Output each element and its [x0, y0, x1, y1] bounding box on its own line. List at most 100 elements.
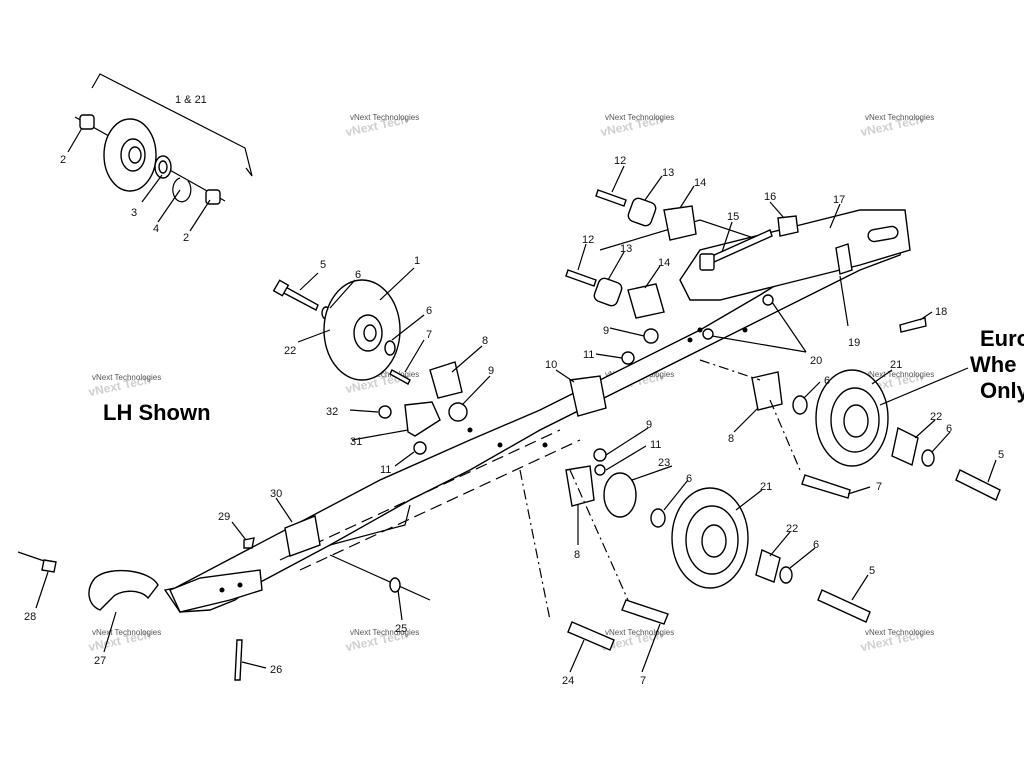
- callout-1: 1: [414, 255, 420, 267]
- rubber-block: [663, 205, 697, 241]
- callout-28: 28: [24, 611, 36, 623]
- spacer: [603, 472, 637, 518]
- callout-26: 26: [270, 664, 282, 676]
- nut: [702, 328, 714, 340]
- callout-18: 18: [935, 306, 947, 318]
- euro-note-line3: Only: [980, 378, 1024, 403]
- watermark-text: vNext Technologies: [92, 628, 161, 637]
- callout-29: 29: [218, 511, 230, 523]
- callout-20: 20: [810, 355, 822, 367]
- watermark-text: vNext Technologies: [605, 113, 674, 122]
- callout-15: 15: [727, 211, 739, 223]
- callout-24: 24: [562, 675, 574, 687]
- callout-22: 22: [786, 523, 798, 535]
- callout-14: 14: [658, 257, 670, 269]
- wear-block: [569, 375, 607, 417]
- bolt: [567, 621, 615, 651]
- callout-labels: 1 & 21 2 3 4 2 5 6 1 6 7 8 9 22 32 31 11…: [24, 94, 1004, 687]
- axle-bracket: [751, 371, 783, 411]
- nut: [621, 351, 635, 365]
- callout-12: 12: [582, 234, 594, 246]
- rail-tip-protector: [88, 569, 159, 611]
- parts: [17, 189, 1001, 681]
- bolt: [621, 599, 669, 625]
- callout-5: 5: [998, 449, 1004, 461]
- clip: [243, 537, 255, 549]
- nut: [593, 448, 607, 462]
- nut: [594, 464, 606, 476]
- watermark-text: vNext Technologies: [865, 628, 934, 637]
- rail-slot: [867, 225, 899, 243]
- assembly-bracket: [91, 73, 253, 177]
- bolt: [234, 639, 243, 681]
- spacer: [891, 426, 919, 466]
- bolt-head: [699, 253, 715, 271]
- rail-tip: [169, 569, 263, 613]
- idler-wheel-exploded-view: [74, 73, 253, 205]
- callout-6: 6: [824, 375, 830, 387]
- callout-9: 9: [488, 365, 494, 377]
- rail-body: [163, 213, 906, 613]
- wear-block: [284, 515, 321, 557]
- callout-12: 12: [614, 155, 626, 167]
- callout-30: 30: [270, 488, 282, 500]
- callout-21: 21: [890, 359, 902, 371]
- bolt: [817, 589, 871, 623]
- pin: [899, 317, 927, 333]
- callout-7: 7: [640, 675, 646, 687]
- nut: [378, 405, 392, 419]
- clip: [835, 243, 853, 275]
- watermark-text: vNext Technologies: [350, 370, 419, 379]
- callout-7: 7: [876, 481, 882, 493]
- washer: [650, 508, 666, 528]
- watermark-text: vNext Technologies: [605, 628, 674, 637]
- bushing: [627, 197, 657, 227]
- callout-6: 6: [946, 423, 952, 435]
- callout-25: 25: [395, 623, 407, 635]
- callout-6: 6: [686, 473, 692, 485]
- nut: [762, 294, 774, 306]
- callout-3: 3: [131, 207, 137, 219]
- callout-13: 13: [662, 167, 674, 179]
- axle-bracket: [565, 465, 595, 507]
- callout-31: 31: [350, 436, 362, 448]
- callout-5: 5: [320, 259, 326, 271]
- screw: [389, 369, 411, 385]
- leader-lines: [35, 127, 997, 673]
- callout-2: 2: [183, 232, 189, 244]
- nut: [643, 328, 659, 344]
- spacer: [755, 549, 781, 583]
- callout-6: 6: [813, 539, 819, 551]
- callout-19: 19: [848, 337, 860, 349]
- bushing: [593, 277, 623, 307]
- callout-22: 22: [930, 411, 942, 423]
- slide-rail: [163, 209, 911, 613]
- euro-note-line2: Whe: [970, 352, 1016, 377]
- callout-10: 10: [545, 359, 557, 371]
- rivet: [41, 559, 57, 573]
- callout-22: 22: [284, 345, 296, 357]
- nut: [448, 402, 468, 422]
- bolt: [595, 189, 627, 207]
- callout-17: 17: [833, 194, 845, 206]
- callout-21: 21: [760, 481, 772, 493]
- rubber-block: [627, 283, 665, 319]
- callout-6: 6: [355, 269, 361, 281]
- nut: [413, 441, 427, 455]
- callout-16: 16: [764, 191, 776, 203]
- callout-5: 5: [869, 565, 875, 577]
- watermark-text: vNext Technologies: [92, 373, 161, 382]
- bolt: [801, 474, 851, 499]
- callout-9: 9: [646, 419, 652, 431]
- callout-32: 32: [326, 406, 338, 418]
- watermark-text: vNext Technologies: [350, 628, 419, 637]
- callout-23: 23: [658, 457, 670, 469]
- washer: [779, 566, 793, 584]
- bolt: [955, 469, 1001, 501]
